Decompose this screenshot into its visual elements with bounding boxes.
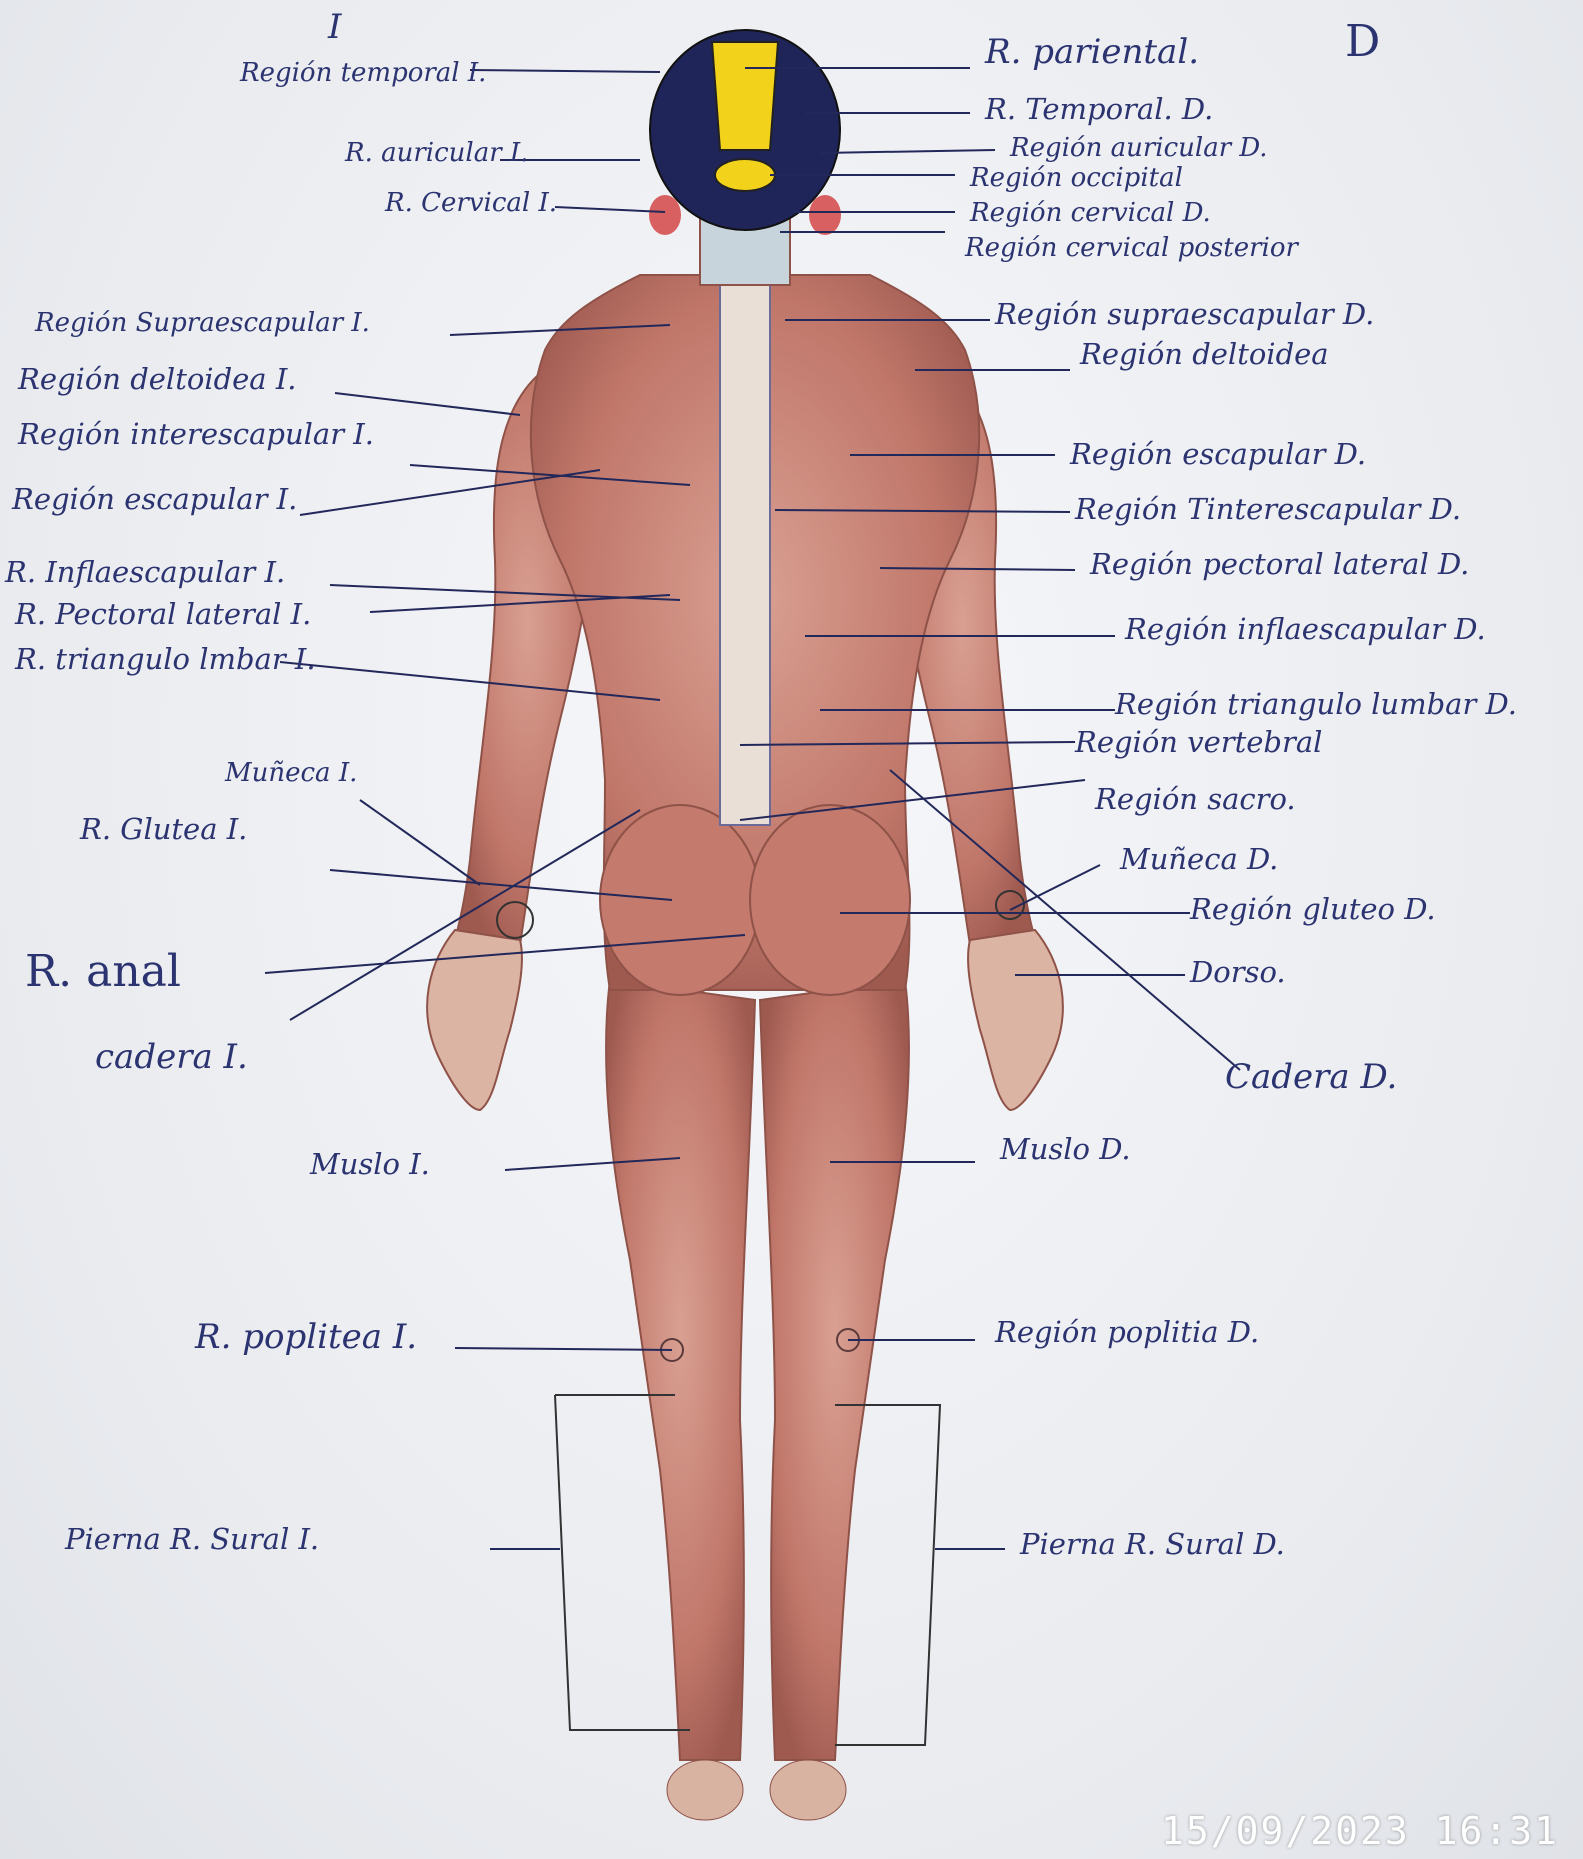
label-region-cervical-posterior: Región cervical posterior — [965, 235, 1298, 261]
left-foot — [667, 1760, 743, 1820]
label-region-glutea-left: R. Glutea I. — [80, 815, 247, 844]
label-region-auricular-left: R. auricular I. — [345, 140, 528, 166]
right-side-mark: D — [1345, 20, 1380, 64]
label-cadera-right: Cadera D. — [1225, 1060, 1397, 1094]
right-hand — [968, 930, 1063, 1110]
label-region-triangulo-lumbar-left: R. triangulo lmbar I. — [15, 645, 316, 674]
label-muneca-left: Muñeca I. — [225, 760, 357, 786]
right-ear — [809, 195, 841, 235]
label-region-cervical-right: Región cervical D. — [970, 200, 1211, 226]
right-foot — [770, 1760, 846, 1820]
label-muslo-right: Muslo D. — [1000, 1135, 1131, 1164]
label-region-occipital: Región occipital — [970, 165, 1183, 191]
label-pierna-sural-right: Pierna R. Sural D. — [1020, 1530, 1285, 1559]
label-region-poplitea-right: Región poplitia D. — [995, 1318, 1259, 1347]
label-region-inflaescapular-right: Región inflaescapular D. — [1125, 615, 1486, 644]
label-region-supraescapular-left: Región Supraescapular I. — [35, 310, 370, 336]
label-region-temporal-right: R. Temporal. D. — [985, 95, 1213, 124]
left-leg — [606, 980, 755, 1760]
right-leg — [760, 980, 909, 1760]
label-dorso: Dorso. — [1190, 958, 1286, 987]
label-region-sacro: Región sacro. — [1095, 785, 1296, 814]
label-region-temporal-left: Región temporal I. — [240, 60, 486, 86]
label-region-triangulo-lumbar-right: Región triangulo lumbar D. — [1115, 690, 1517, 719]
label-region-pectoral-lateral-right: Región pectoral lateral D. — [1090, 550, 1469, 579]
label-region-escapular-right: Región escapular D. — [1070, 440, 1366, 469]
label-pierna-sural-left: Pierna R. Sural I. — [65, 1525, 319, 1554]
label-region-deltoidea-left: Región deltoidea I. — [18, 365, 297, 394]
left-gluteus — [600, 805, 760, 995]
human-figure-back-view — [427, 30, 1063, 1820]
parietal-highlight — [712, 42, 778, 150]
label-region-inflaescapular-left: R. Inflaescapular I. — [5, 558, 285, 587]
photo-timestamp: 15/09/2023 16:31 — [1161, 1809, 1559, 1853]
label-region-escapular-left: Región escapular I. — [12, 485, 297, 514]
left-side-mark: I — [328, 10, 341, 44]
label-region-interescapular-left: Región interescapular I. — [18, 420, 374, 449]
right-gluteus — [750, 805, 910, 995]
label-region-anal: R. anal — [25, 950, 181, 994]
label-region-gluteo-right: Región gluteo D. — [1190, 895, 1436, 924]
label-region-pectoral-lateral-left: R. Pectoral lateral I. — [15, 600, 311, 629]
label-region-deltoidea-right: Región deltoidea — [1080, 340, 1329, 369]
label-region-supraescapular-right: Región supraescapular D. — [995, 300, 1374, 329]
label-region-parietal: R. pariental. — [985, 35, 1199, 69]
label-region-auricular-right: Región auricular D. — [1010, 135, 1268, 161]
left-ear — [649, 195, 681, 235]
label-cadera-left: cadera I. — [95, 1040, 248, 1074]
label-muneca-right: Muñeca D. — [1120, 845, 1278, 874]
occipital-mark — [715, 159, 775, 191]
label-region-interescapular-right: Región Tinterescapular D. — [1075, 495, 1461, 524]
label-region-cervical-left: R. Cervical I. — [385, 190, 557, 216]
label-region-vertebral: Región vertebral — [1075, 728, 1322, 757]
label-region-poplitea-left: R. poplitea I. — [195, 1320, 417, 1354]
label-muslo-left: Muslo I. — [310, 1150, 430, 1179]
